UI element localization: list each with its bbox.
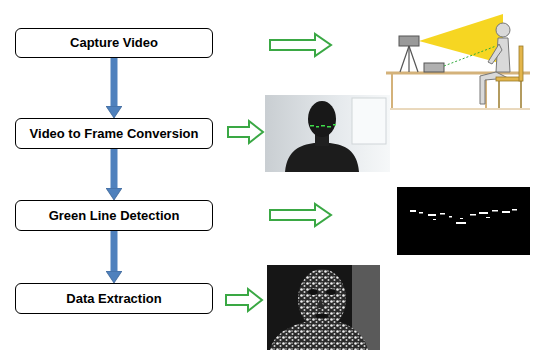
left-eye: [308, 289, 318, 295]
dark-frame: [267, 265, 380, 350]
process-box: Capture Video: [15, 28, 213, 58]
chair-leg: [520, 81, 522, 108]
projector: [424, 63, 444, 72]
detected-line-segments: [410, 209, 517, 224]
person-head: [496, 23, 510, 37]
step-label: Data Extraction: [66, 291, 161, 307]
person-silhouette: [285, 143, 359, 172]
chair-leg: [498, 81, 500, 108]
chair-back: [519, 46, 523, 81]
green-arrow: [226, 289, 262, 311]
tripod-leg: [408, 46, 409, 72]
black-frame: [397, 187, 530, 255]
nose-shadow: [318, 296, 324, 308]
flow-arrow: [111, 231, 118, 271]
green-arrow: [228, 121, 263, 143]
capture-setup-illustration: [386, 14, 530, 109]
flow-arrow: [111, 149, 118, 188]
camera: [399, 36, 419, 46]
green-line-dots: [310, 124, 336, 128]
step-label: Video to Frame Conversion: [30, 126, 199, 142]
line-detection-image: [397, 187, 530, 255]
window-pane: [352, 98, 386, 144]
person-arm: [488, 44, 502, 64]
video-frame-photo: [265, 95, 390, 172]
face-points: [298, 269, 346, 329]
floor-line: [386, 109, 530, 110]
extracted-face-image: [267, 265, 380, 350]
camera-beam: [419, 14, 503, 64]
process-box: Green Line Detection: [15, 200, 213, 231]
process-box: Video to Frame Conversion: [15, 118, 213, 149]
right-eye: [326, 289, 336, 295]
room-background: [265, 95, 390, 172]
process-box: Data Extraction: [15, 283, 213, 314]
step-label: Green Line Detection: [49, 208, 180, 224]
step-label: Capture Video: [70, 35, 158, 51]
laser-line: [444, 46, 496, 66]
green-arrow: [270, 34, 331, 56]
chair-seat: [496, 77, 522, 81]
person-head: [308, 101, 336, 137]
tripod-leg: [409, 46, 418, 72]
mouth: [315, 314, 329, 319]
table-leg: [391, 73, 393, 108]
flow-arrow: [111, 58, 118, 106]
green-arrow: [270, 204, 331, 226]
tripod-leg: [400, 46, 409, 72]
